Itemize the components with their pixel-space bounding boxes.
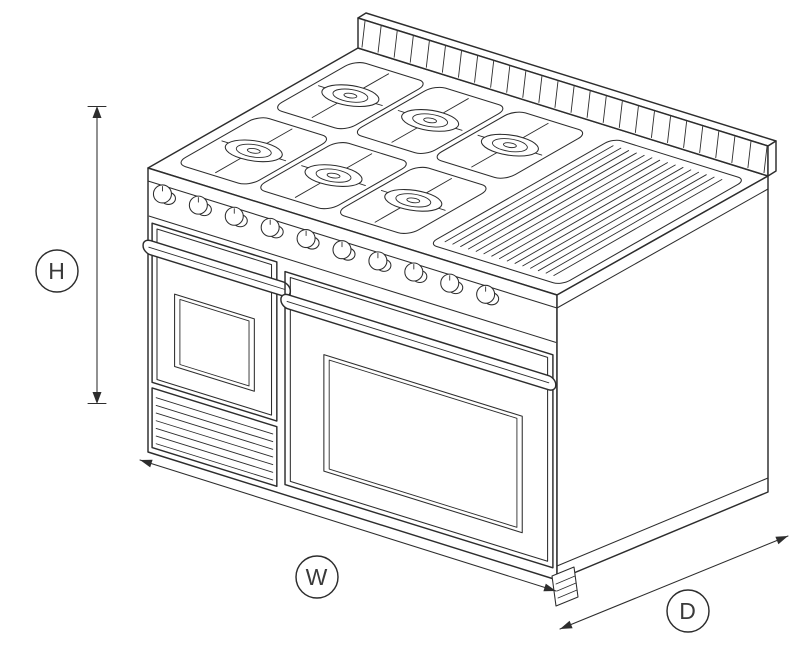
width-label-circle — [296, 556, 338, 598]
foot-face — [552, 567, 578, 606]
control-knob — [441, 274, 463, 294]
range-foot — [552, 567, 578, 606]
control-knob — [297, 230, 319, 250]
control-knob — [261, 218, 283, 238]
control-panel-divider — [149, 216, 556, 342]
left-door-frame — [152, 223, 277, 421]
back-rail-vent-slots — [362, 21, 767, 173]
right-door-window-inner — [329, 360, 517, 527]
left-oven-door — [143, 220, 290, 425]
right-door-frame — [285, 272, 553, 568]
width-label: W — [306, 564, 329, 590]
left-handle-highlight — [149, 247, 285, 289]
back-rail-end-cap — [768, 141, 776, 176]
control-knob — [225, 207, 247, 227]
burner — [272, 60, 430, 131]
left-door-inner-frame — [157, 229, 272, 415]
width-arrow-left-icon — [140, 459, 153, 468]
width-dimension: W — [140, 460, 556, 598]
side-base-seam — [557, 478, 768, 566]
right-oven-door — [281, 270, 556, 568]
height-arrow-up-icon — [92, 106, 102, 118]
width-arrow-right-icon — [543, 583, 556, 592]
width-dimension-line — [140, 460, 556, 591]
burner — [351, 85, 509, 156]
kick-vent-ribs — [156, 398, 273, 480]
control-knobs — [153, 185, 498, 305]
front-details — [143, 214, 556, 573]
kick-vent-panel — [152, 388, 277, 486]
depth-label: D — [679, 598, 697, 624]
height-label: H — [48, 258, 66, 284]
control-knob — [477, 285, 499, 305]
burner — [334, 165, 492, 236]
grill-ribs — [445, 146, 722, 276]
height-arrow-down-icon — [92, 392, 102, 404]
depth-arrow-right-icon — [775, 536, 788, 545]
depth-dimension-line — [560, 536, 788, 629]
height-dimension: H — [36, 106, 106, 404]
right-handle-highlight — [287, 301, 549, 382]
burner — [175, 115, 333, 186]
control-knob — [189, 196, 211, 216]
right-door-inner-frame — [290, 278, 547, 562]
left-door-window — [175, 294, 255, 391]
control-knob — [153, 185, 175, 205]
foot-ribs — [556, 576, 577, 598]
control-knob — [369, 252, 391, 272]
right-side-face — [557, 176, 768, 580]
depth-label-circle — [667, 590, 709, 632]
height-label-circle — [36, 250, 78, 292]
depth-dimension: D — [560, 536, 788, 632]
depth-arrow-left-icon — [560, 620, 573, 629]
grill-frame — [428, 138, 746, 285]
control-knob — [333, 241, 355, 261]
control-knob — [405, 263, 427, 283]
burners — [175, 60, 589, 236]
cooktop-details — [173, 59, 746, 285]
left-door-window-inner — [180, 299, 249, 385]
burner — [255, 140, 413, 211]
right-door-window — [324, 355, 522, 533]
kick-vent-frame — [152, 388, 277, 486]
cooktop-lip — [148, 181, 768, 308]
burner — [431, 110, 589, 181]
